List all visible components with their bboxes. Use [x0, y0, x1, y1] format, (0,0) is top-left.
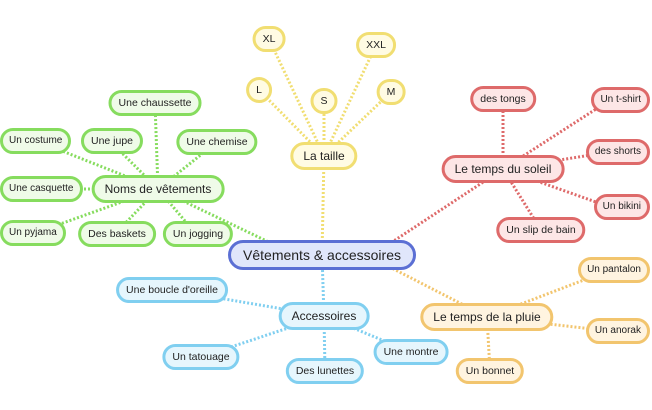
subtopic-jupe[interactable]: Une jupe — [80, 128, 144, 154]
topic-temps-de-la-pluie[interactable]: Le temps de la pluie — [420, 303, 554, 331]
subtopic-pantalon[interactable]: Un pantalon — [578, 257, 650, 283]
subtopic-lunettes[interactable]: Des lunettes — [285, 358, 365, 384]
subtopic-pyjama[interactable]: Un pyjama — [0, 220, 66, 246]
subtopic-shorts[interactable]: des shorts — [585, 139, 650, 165]
subtopic-anorak[interactable]: Un anorak — [585, 318, 650, 344]
subtopic-l[interactable]: L — [246, 77, 272, 103]
topic-noms-de-vetements[interactable]: Noms de vêtements — [91, 175, 225, 203]
subtopic-baskets[interactable]: Des baskets — [78, 221, 156, 247]
subtopic-tongs[interactable]: des tongs — [470, 86, 536, 112]
subtopic-costume[interactable]: Un costume — [0, 128, 72, 154]
subtopic-chaussette[interactable]: Une chaussette — [108, 90, 202, 116]
subtopic-bikini[interactable]: Un bikini — [593, 194, 650, 220]
subtopic-slip-de-bain[interactable]: Un slip de bain — [496, 217, 586, 243]
subtopic-t-shirt[interactable]: Un t-shirt — [591, 87, 650, 113]
subtopic-casquette[interactable]: Une casquette — [0, 176, 83, 202]
subtopic-jogging[interactable]: Un jogging — [162, 221, 234, 247]
topic-la-taille[interactable]: La taille — [290, 142, 358, 170]
topic-temps-du-soleil[interactable]: Le temps du soleil — [441, 155, 565, 183]
subtopic-montre[interactable]: Une montre — [373, 339, 449, 365]
subtopic-xl[interactable]: XL — [252, 26, 286, 52]
subtopic-boucle-d-oreille[interactable]: Une boucle d'oreille — [116, 277, 228, 303]
subtopic-m[interactable]: M — [376, 79, 406, 105]
subtopic-chemise[interactable]: Une chemise — [176, 129, 258, 155]
subtopic-bonnet[interactable]: Un bonnet — [455, 358, 525, 384]
subtopic-tatouage[interactable]: Un tatouage — [162, 344, 240, 370]
topic-accessoires[interactable]: Accessoires — [278, 302, 370, 330]
central-topic[interactable]: Vêtements & accessoires — [228, 240, 416, 270]
subtopic-s[interactable]: S — [310, 88, 338, 114]
subtopic-xxl[interactable]: XXL — [356, 32, 396, 58]
